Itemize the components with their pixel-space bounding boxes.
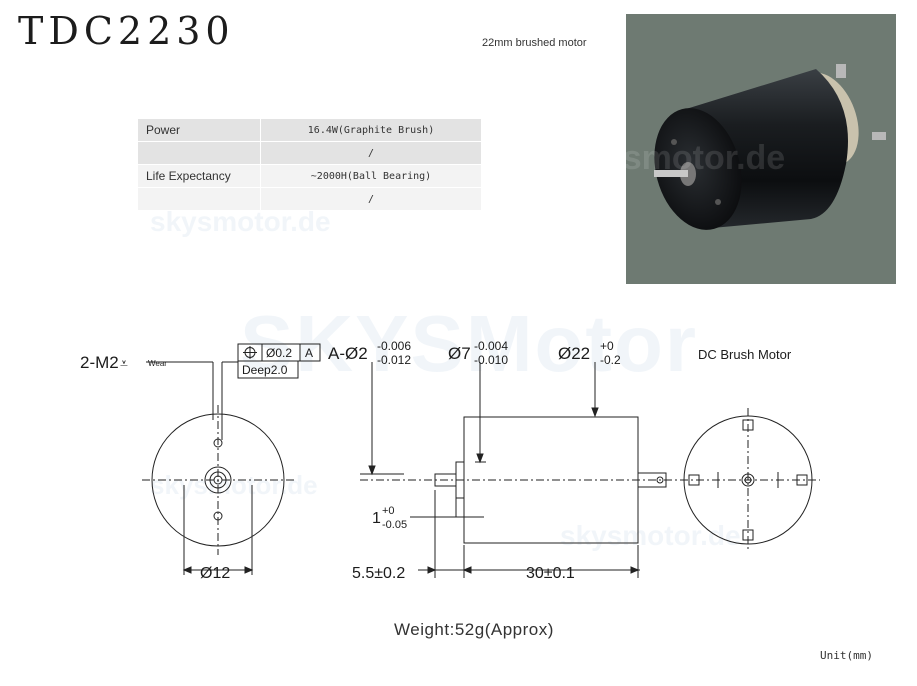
step-dimension: 1 bbox=[372, 510, 381, 527]
motor-type-label: DC Brush Motor bbox=[698, 347, 792, 362]
boss-dimension: Ø7 bbox=[448, 344, 471, 363]
spec-value: / bbox=[260, 187, 481, 210]
tolerance-datum: A bbox=[305, 346, 313, 360]
body-dimension: Ø22 bbox=[558, 344, 590, 363]
boss-tol-lower: -0.010 bbox=[474, 353, 508, 367]
body-tol-lower: -0.2 bbox=[600, 353, 621, 367]
spec-label bbox=[138, 187, 261, 210]
front-diameter-label: Ø12 bbox=[200, 565, 230, 582]
spec-label: Life Expectancy bbox=[138, 164, 261, 188]
spec-row-blank: / bbox=[138, 141, 481, 165]
thread-sub-label: Wear bbox=[148, 359, 167, 368]
spec-row-power: Power 16.4W(Graphite Brush) bbox=[138, 118, 481, 142]
shaft-dimension: A-Ø2 bbox=[328, 344, 368, 363]
spec-table: Power 16.4W(Graphite Brush) / Life Expec… bbox=[138, 118, 481, 210]
model-title: TDC2230 bbox=[18, 9, 235, 53]
shaft-tol-upper: -0.006 bbox=[377, 339, 411, 353]
thread-label: 2-M2 bbox=[80, 353, 119, 372]
step-tol-lower: -0.05 bbox=[382, 519, 407, 531]
depth-label: Deep2.0 bbox=[242, 363, 288, 377]
spec-value: ~2000H(Ball Bearing) bbox=[260, 164, 481, 188]
body-length-label: 30±0.1 bbox=[526, 565, 575, 582]
spec-label: Power bbox=[138, 118, 261, 142]
unit-label: Unit(mm) bbox=[820, 649, 873, 662]
shaft-tol-lower: -0.012 bbox=[377, 353, 411, 367]
spec-value: 16.4W(Graphite Brush) bbox=[260, 118, 481, 142]
shaft-length-label: 5.5±0.2 bbox=[352, 565, 405, 582]
step-tol-upper: +0 bbox=[382, 505, 395, 517]
weight-label: Weight:52g(Approx) bbox=[394, 620, 554, 639]
motor-photo: skysmotor.de bbox=[626, 14, 896, 284]
spec-value: / bbox=[260, 141, 481, 165]
tolerance-diameter: Ø0.2 bbox=[266, 346, 292, 360]
spec-label bbox=[138, 141, 261, 165]
spec-row-blank-2: / bbox=[138, 187, 481, 210]
spec-row-life: Life Expectancy ~2000H(Ball Bearing) bbox=[138, 164, 481, 188]
product-subtitle: 22mm brushed motor bbox=[482, 37, 587, 49]
depth-symbol: ⩡ bbox=[120, 355, 128, 371]
body-tol-upper: +0 bbox=[600, 339, 614, 353]
boss-tol-upper: -0.004 bbox=[474, 339, 508, 353]
photo-watermark: skysmotor.de bbox=[626, 139, 785, 177]
motor-photo-art: skysmotor.de bbox=[626, 64, 886, 230]
